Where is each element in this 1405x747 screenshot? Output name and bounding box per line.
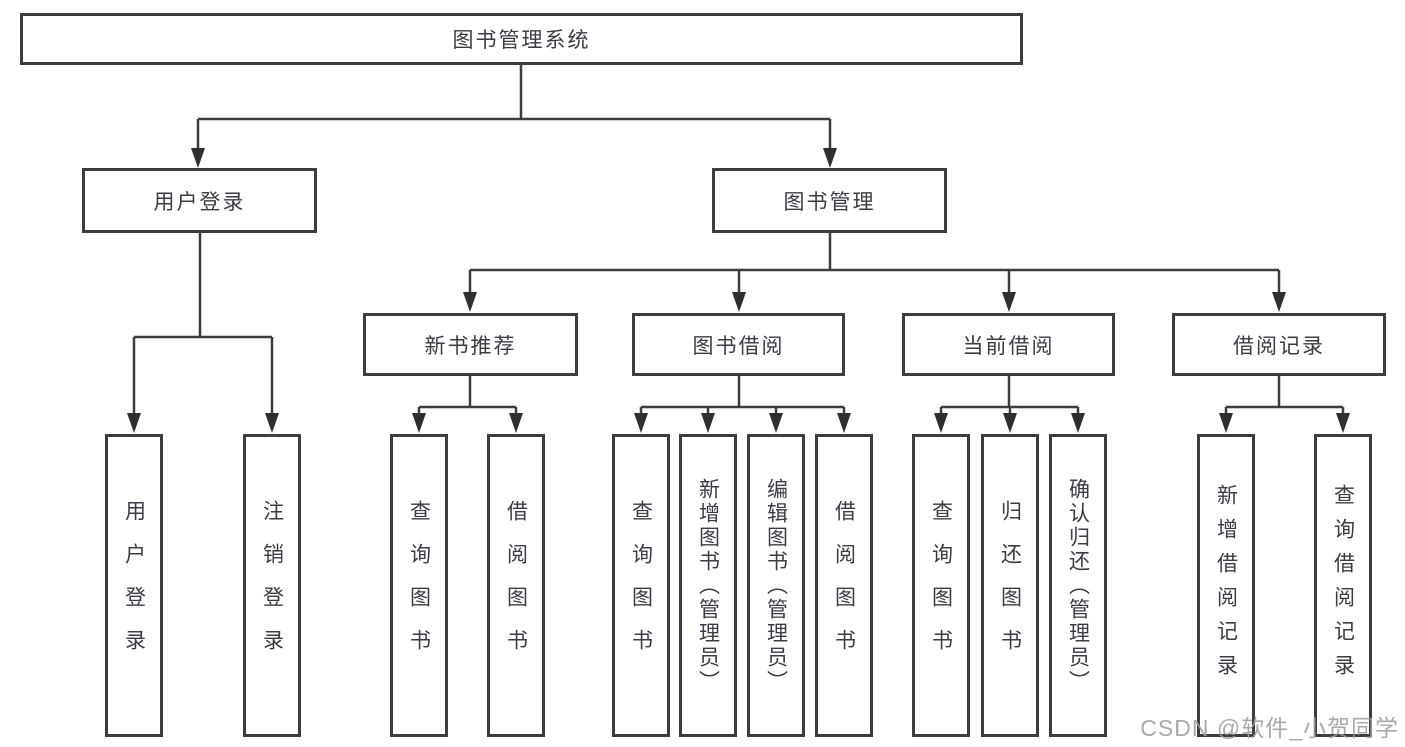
leaf-logout: 注销登录 [243,434,301,737]
leaf-borrow-books-recommend: 借阅图书 [487,434,545,737]
node-user-login: 用户登录 [82,168,317,233]
node-book-borrow: 图书借阅 [632,313,845,376]
leaf-edit-book-admin: 编辑图书（管理员） [747,434,805,737]
node-label: 图书借阅 [692,334,785,358]
leaf-label: 借阅图书 [504,499,528,672]
leaf-label: 确认归还（管理员） [1066,477,1090,694]
node-label: 图书管理系统 [452,29,591,52]
leaf-label: 查询借阅记录 [1331,483,1355,688]
node-label: 当前借阅 [962,334,1055,358]
node-label: 新书推荐 [424,334,517,358]
arrowheads [127,148,1350,433]
leaf-query-books-current: 查询图书 [912,434,970,737]
node-current-borrow: 当前借阅 [902,313,1115,376]
leaf-query-books-borrow: 查询图书 [612,434,670,737]
leaf-add-borrow-record: 新增借阅记录 [1197,434,1255,737]
node-library-management-system: 图书管理系统 [20,13,1023,65]
leaf-label: 编辑图书（管理员） [764,477,788,694]
leaf-label: 查询图书 [629,499,653,672]
node-label: 图书管理 [783,190,876,214]
leaf-label: 查询图书 [407,499,431,672]
leaf-borrow-book: 借阅图书 [815,434,873,737]
csdn-watermark: CSDN @软件_小贺同学 [1140,715,1399,741]
node-book-management: 图书管理 [712,168,947,233]
node-label: 借阅记录 [1233,334,1325,358]
leaf-label: 用户登录 [122,499,146,672]
leaf-label: 注销登录 [260,499,284,672]
node-borrow-records: 借阅记录 [1172,313,1386,376]
leaf-label: 新增借阅记录 [1214,483,1238,688]
node-new-book-recommend: 新书推荐 [363,313,578,376]
leaf-label: 新增图书（管理员） [696,477,720,694]
leaf-add-book-admin: 新增图书（管理员） [679,434,737,737]
leaf-user-login: 用户登录 [105,434,163,737]
leaf-query-borrow-record: 查询借阅记录 [1314,434,1372,737]
leaf-label: 归还图书 [998,499,1022,672]
leaf-query-books-recommend: 查询图书 [390,434,448,737]
leaf-label: 借阅图书 [832,499,856,672]
leaf-confirm-return-admin: 确认归还（管理员） [1049,434,1107,737]
leaf-label: 查询图书 [929,499,953,672]
leaf-return-book: 归还图书 [981,434,1039,737]
node-label: 用户登录 [153,190,246,214]
